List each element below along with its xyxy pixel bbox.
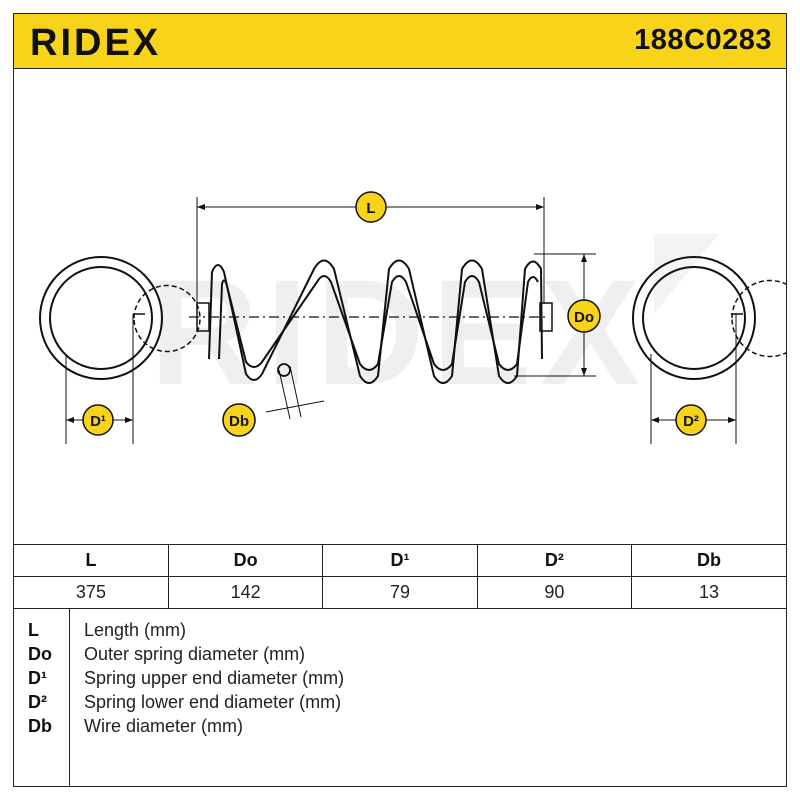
legend-key: Db xyxy=(28,716,52,736)
legend-item: D² Spring lower end diameter (mm) xyxy=(14,692,786,716)
badge-do-label: Do xyxy=(574,309,594,326)
badge-db: Db xyxy=(222,403,256,437)
badge-l: L xyxy=(355,191,387,223)
spec-header-do: Do xyxy=(167,544,323,577)
legend-key: D² xyxy=(28,692,47,712)
spec-header-d1: D¹ xyxy=(322,544,478,577)
spring-side-view xyxy=(189,259,553,384)
badge-d1: D¹ xyxy=(82,404,114,436)
legend-desc: Length (mm) xyxy=(84,620,187,640)
legend-desc: Spring upper end diameter (mm) xyxy=(84,668,345,688)
spec-header-row: L Do D¹ D² Db xyxy=(14,544,786,577)
spec-header-l: L xyxy=(14,544,169,577)
spec-value-row: 375 142 79 90 13 xyxy=(14,576,786,609)
legend-desc: Wire diameter (mm) xyxy=(84,716,244,736)
badge-do: Do xyxy=(567,299,601,333)
spec-value-do: 142 xyxy=(167,576,323,609)
legend: L Length (mm) Do Outer spring diameter (… xyxy=(14,608,786,786)
header-bar: RIDEX 188C0283 xyxy=(14,14,786,69)
legend-desc: Spring lower end diameter (mm) xyxy=(84,692,342,712)
legend-key: L xyxy=(28,620,39,640)
legend-desc: Outer spring diameter (mm) xyxy=(84,644,306,664)
badge-d1-label: D¹ xyxy=(90,413,106,430)
legend-item: D¹ Spring upper end diameter (mm) xyxy=(14,668,786,692)
spec-value-d2: 90 xyxy=(476,576,632,609)
watermark-logo: RIDEX xyxy=(150,248,648,416)
wire-diameter-dimension: Db xyxy=(222,365,325,437)
badge-d2: D² xyxy=(675,404,707,436)
spec-header-d2: D² xyxy=(476,544,632,577)
badge-d2-label: D² xyxy=(683,413,699,430)
badge-l-label: L xyxy=(366,200,375,217)
badge-db-label: Db xyxy=(229,413,249,430)
spec-value-db: 13 xyxy=(631,576,786,609)
ridex-logo: RIDEX xyxy=(30,22,161,61)
spec-value-l: 375 xyxy=(14,576,169,609)
legend-item: Db Wire diameter (mm) xyxy=(14,716,786,740)
spring-diagram: RIDEX D¹ xyxy=(39,191,786,444)
spec-header-db: Db xyxy=(631,544,786,577)
svg-text:RIDEX: RIDEX xyxy=(30,22,161,61)
outer-diameter-dimension: Do xyxy=(514,253,601,377)
legend-divider xyxy=(69,608,70,786)
legend-key: Do xyxy=(28,644,52,664)
spec-value-d1: 79 xyxy=(322,576,478,609)
length-dimension: L xyxy=(196,191,545,304)
lower-end-view: D² xyxy=(632,256,786,444)
spec-table: L Do D¹ D² Db 375 142 79 90 13 xyxy=(14,544,786,609)
product-sheet: RIDEX D¹ xyxy=(13,13,787,787)
legend-key: D¹ xyxy=(28,668,47,688)
upper-end-view: D¹ xyxy=(39,256,201,444)
legend-item: Do Outer spring diameter (mm) xyxy=(14,644,786,668)
legend-item: L Length (mm) xyxy=(14,620,786,644)
part-number: 188C0283 xyxy=(634,24,772,56)
